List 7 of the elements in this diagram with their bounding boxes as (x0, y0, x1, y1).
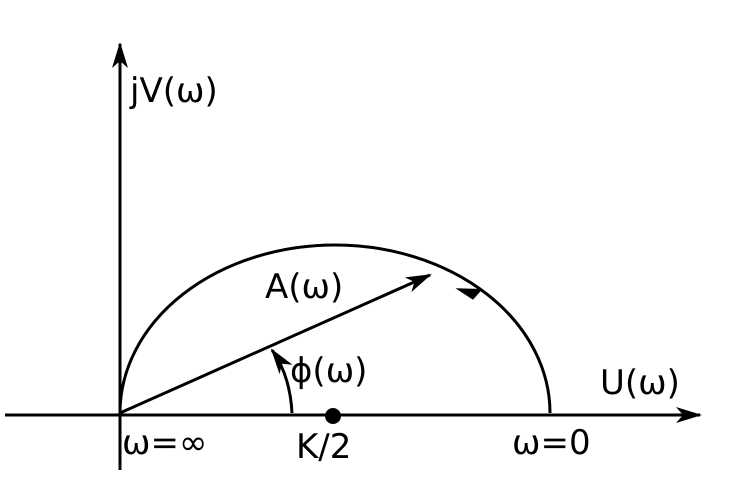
angle-label: ϕ(ω) (290, 352, 368, 390)
point-label: ω=∞ (122, 424, 208, 462)
vector-label: A(ω) (265, 268, 344, 306)
axis-label: jV(ω) (130, 72, 218, 110)
point-label: ω=0 (512, 424, 591, 462)
axis-label: U(ω) (600, 364, 680, 402)
point-label: K/2 (296, 428, 352, 466)
